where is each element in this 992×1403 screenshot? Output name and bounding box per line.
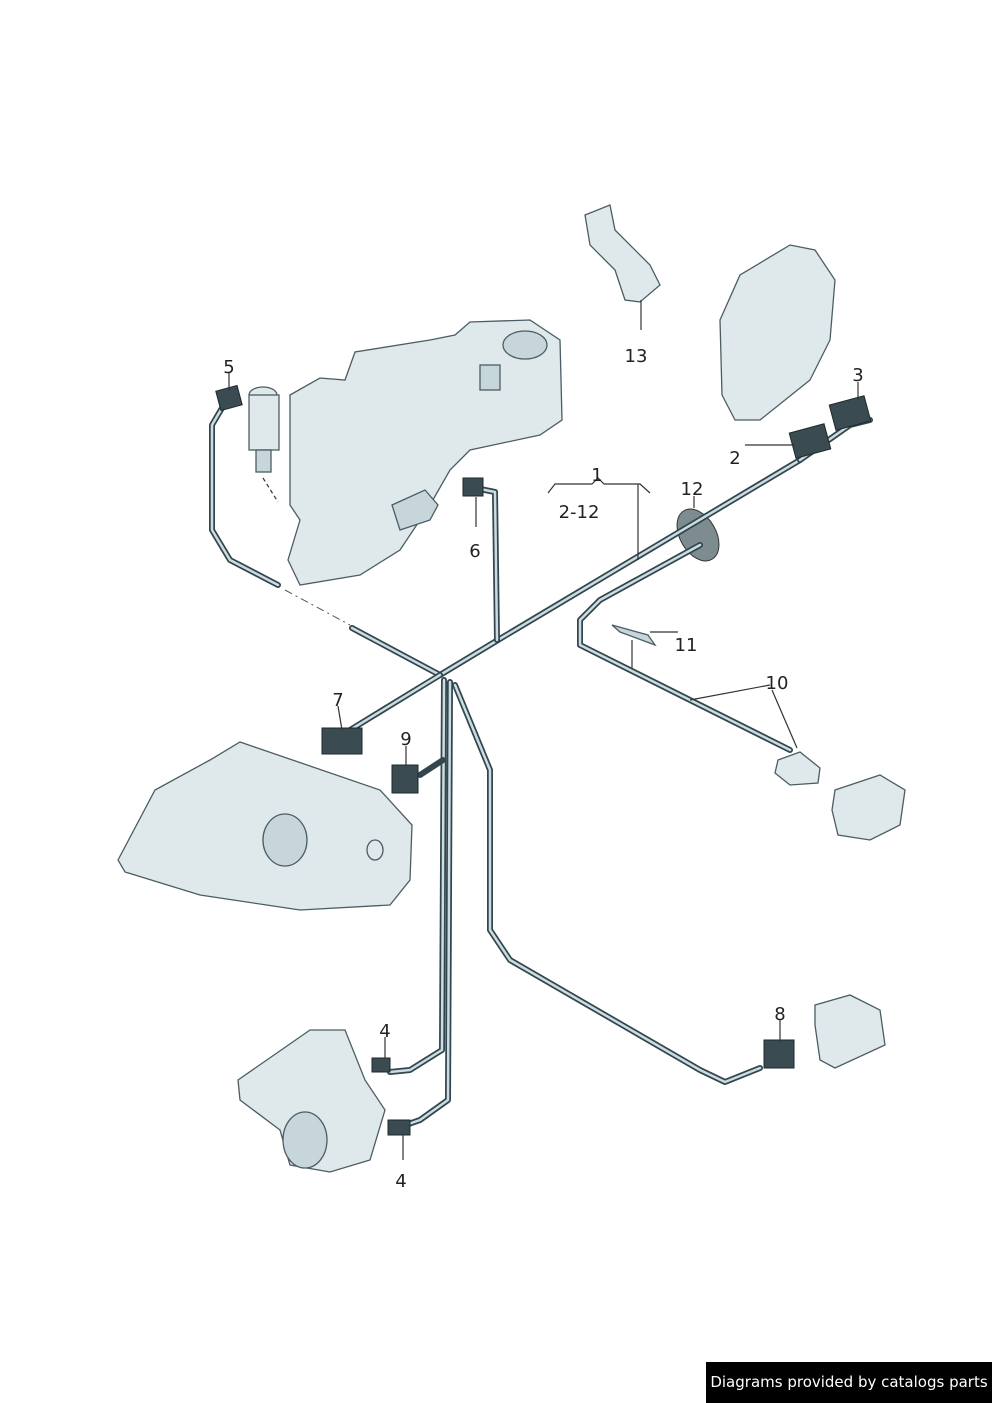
connector-6	[462, 477, 484, 497]
callout-2: 2	[729, 448, 740, 469]
callout-7: 7	[332, 690, 343, 711]
grommet	[676, 508, 720, 562]
callout-13: 13	[625, 346, 648, 367]
connector-7	[321, 727, 363, 755]
callout-6: 6	[469, 541, 480, 562]
leader-lines	[228, 300, 859, 1160]
connector-9	[391, 764, 419, 794]
callout-5: 5	[223, 357, 234, 378]
connector-8	[763, 1039, 795, 1069]
headlight	[117, 741, 413, 911]
washer-fluid-reservoir	[287, 319, 563, 586]
bulb-socket-10	[774, 751, 821, 786]
callout-9: 9	[400, 729, 411, 750]
callout-4-upper: 4	[379, 1021, 390, 1042]
callout-3: 3	[852, 365, 863, 386]
callout-10: 10	[766, 673, 789, 694]
attribution-footer: Diagrams provided by catalogs parts	[706, 1362, 992, 1403]
callout-11: 11	[675, 635, 698, 656]
callout-8: 8	[774, 1004, 785, 1025]
connector-2	[788, 423, 832, 459]
callout-12: 12	[681, 479, 704, 500]
washer-pump	[248, 386, 280, 503]
connector-3	[828, 395, 872, 431]
level-sensor	[814, 994, 886, 1069]
clip-11	[611, 624, 657, 647]
side-marker-lamp	[831, 774, 906, 841]
connector-5	[215, 384, 243, 412]
callout-4-lower: 4	[395, 1171, 406, 1192]
connector-4-lower	[387, 1119, 411, 1136]
connector-4-upper	[371, 1057, 391, 1073]
fuse-relay-holder	[719, 244, 836, 421]
bracket	[584, 204, 661, 303]
fog-light	[237, 1029, 386, 1173]
callout-2-12: 2-12	[559, 502, 600, 523]
callout-1: 1	[591, 465, 602, 486]
